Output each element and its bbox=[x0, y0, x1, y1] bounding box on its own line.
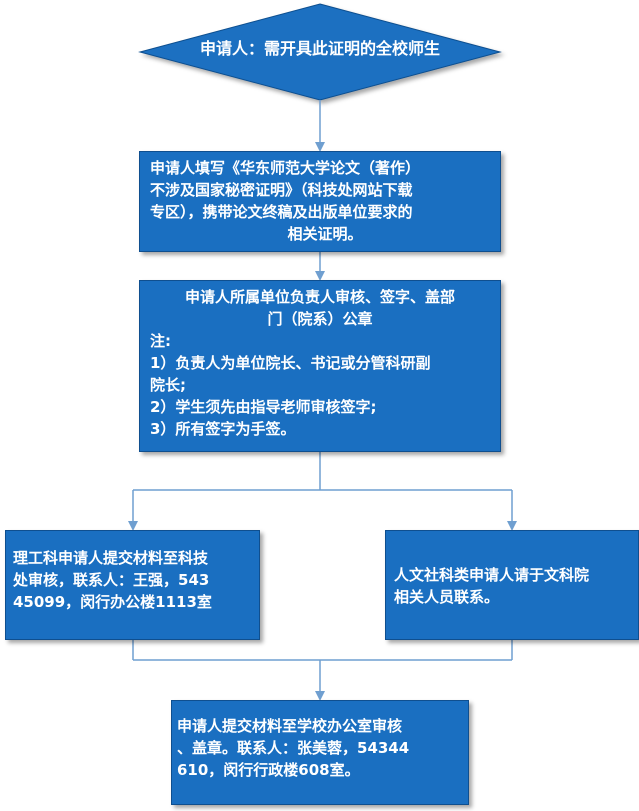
step-fill-form-line: 不涉及国家秘密证明》（科技处网站下载 bbox=[150, 181, 413, 199]
step-unit-review-note-label: 注: bbox=[150, 332, 171, 350]
step-final-line: 、盖章。联系人：张美蓉，54344 bbox=[177, 739, 410, 757]
step-final-line: 申请人提交材料至学校办公室审核 bbox=[177, 717, 403, 735]
branch-science-line: 处审核，联系人：王强，543 bbox=[13, 571, 210, 589]
start-diamond-label: 申请人：需开具此证明的全校师生 bbox=[199, 39, 440, 58]
branch-science-line: 45099，闵行办公楼1113室 bbox=[13, 593, 212, 611]
step-unit-review-note-line: 3）所有签字为手签。 bbox=[150, 420, 296, 438]
branch-humanities-box: 人文社科类申请人请于文科院 相关人员联系。 bbox=[385, 530, 639, 640]
step-fill-form-box: 申请人填写《华东师范大学论文（著作） 不涉及国家秘密证明》（科技处网站下载 专区… bbox=[139, 151, 501, 252]
step-unit-review-note-line: 2）学生须先由指导老师审核签字; bbox=[150, 398, 377, 416]
branch-humanities-line: 人文社科类申请人请于文科院 bbox=[394, 566, 590, 584]
step-fill-form-line: 专区），携带论文终稿及出版单位要求的 bbox=[150, 203, 413, 221]
branch-science-line: 理工科申请人提交材料至科技 bbox=[13, 549, 209, 567]
branch-humanities-line: 相关人员联系。 bbox=[394, 588, 500, 606]
step-final-line: 610，闵行行政楼608室。 bbox=[177, 761, 360, 779]
step-unit-review-note-line: 院长; bbox=[150, 376, 186, 394]
step-fill-form-line: 申请人填写《华东师范大学论文（著作） bbox=[150, 159, 421, 177]
step-unit-review-box: 申请人所属单位负责人审核、签字、盖部 门（院系）公章 注: 1）负责人为单位院长… bbox=[139, 280, 501, 452]
step-unit-review-title-line: 申请人所属单位负责人审核、签字、盖部 bbox=[184, 288, 455, 306]
branch-science-box: 理工科申请人提交材料至科技 处审核，联系人：王强，543 45099，闵行办公楼… bbox=[5, 530, 260, 640]
step-unit-review-note-line: 1）负责人为单位院长、书记或分管科研副 bbox=[150, 354, 431, 372]
step-final-box: 申请人提交材料至学校办公室审核 、盖章。联系人：张美蓉，54344 610，闵行… bbox=[171, 700, 469, 805]
step-fill-form-line: 相关证明。 bbox=[287, 225, 363, 243]
step-unit-review-title-line: 门（院系）公章 bbox=[267, 310, 373, 328]
